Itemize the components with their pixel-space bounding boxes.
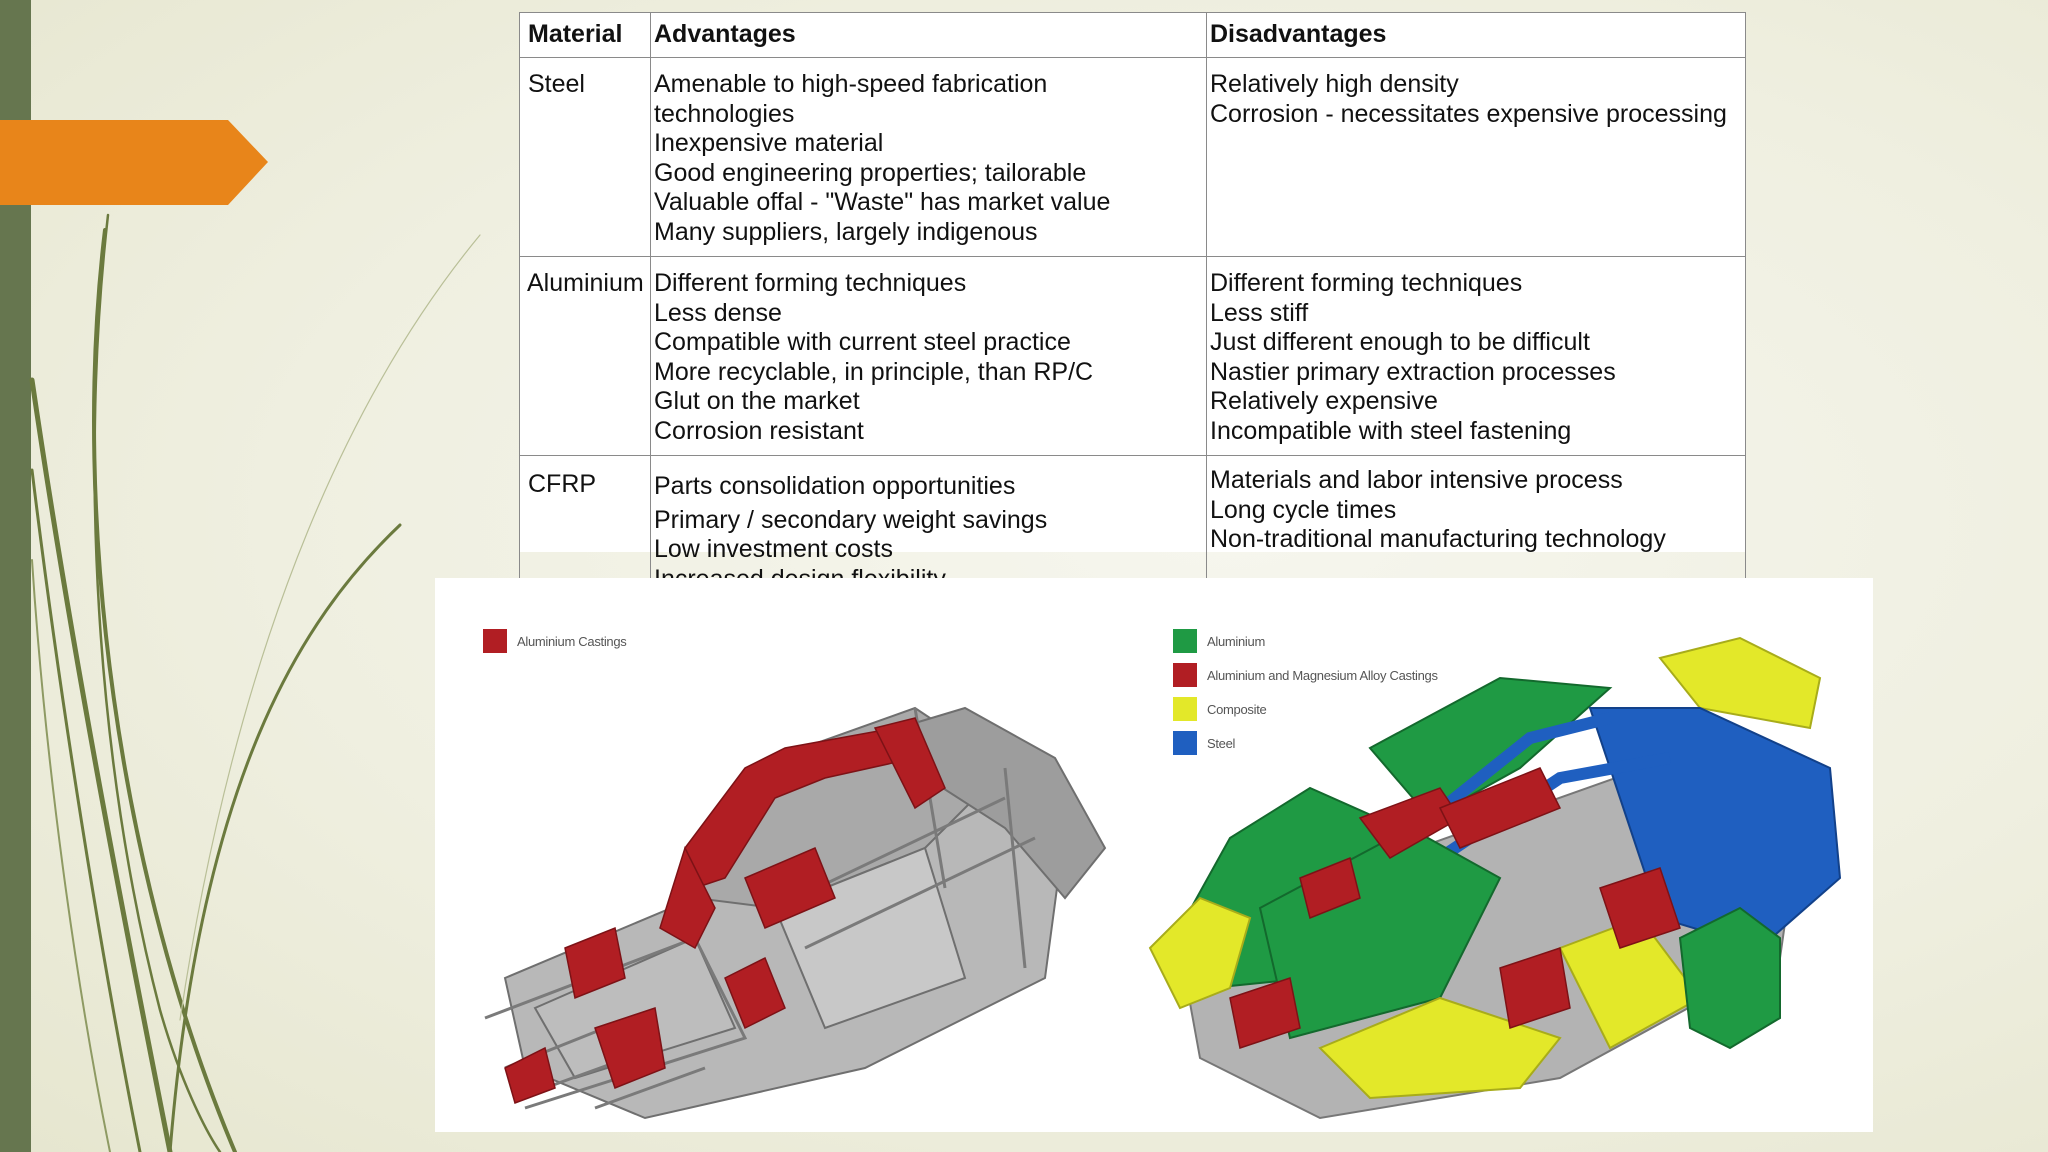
car-multi-material-illustration: [1148, 636, 1842, 1120]
header-disadvantages: Disadvantages: [1206, 12, 1746, 58]
left-legend: Aluminium Castings: [483, 624, 627, 658]
list-item: Glut on the market: [654, 387, 860, 415]
list-item: Materials and labor intensive process: [1210, 466, 1623, 494]
disadvantages-cell: Different forming techniques Less stiff …: [1206, 256, 1746, 456]
list-item: Less stiff: [1210, 298, 1309, 327]
legend-swatch: [483, 629, 507, 653]
list-item: Corrosion - necessitates expensive proce…: [1210, 99, 1727, 128]
legend-swatch: [1173, 697, 1197, 721]
material-cell: Aluminium: [519, 256, 651, 456]
legend-label: Aluminium and Magnesium Alloy Castings: [1207, 667, 1438, 683]
table-row: Aluminium Different forming techniques L…: [519, 256, 1746, 456]
list-item: More recyclable, in principle, than RP/C: [654, 357, 1094, 386]
advantages-cell: Different forming techniques Less dense …: [650, 256, 1207, 456]
list-item: Non-traditional manufacturing technology: [1210, 525, 1666, 553]
right-legend: Aluminium Aluminium and Magnesium Alloy …: [1173, 624, 1438, 760]
legend-label: Aluminium: [1207, 633, 1265, 649]
legend-item: Steel: [1173, 726, 1438, 760]
list-item: Many suppliers, largely indigenous: [654, 217, 1038, 246]
list-item: Just different enough to be difficult: [1210, 328, 1590, 356]
list-item: Low investment costs: [654, 535, 893, 563]
table-header-row: Material Advantages Disadvantages: [519, 12, 1746, 58]
legend-swatch: [1173, 663, 1197, 687]
list-item: Parts consolidation opportunities: [654, 472, 1016, 500]
orange-arrow-shape: [0, 120, 268, 205]
car-frame-illustration: [484, 706, 1107, 1120]
list-item: Less dense: [654, 298, 782, 327]
list-item: Inexpensive material: [654, 129, 884, 157]
advantages-cell: Amenable to high-speed fabrication techn…: [650, 57, 1207, 257]
list-item: Long cycle times: [1210, 495, 1397, 524]
list-item: Incompatible with steel fastening: [1210, 416, 1572, 445]
table-row: Steel Amenable to high-speed fabrication…: [519, 57, 1746, 257]
legend-label: Steel: [1207, 735, 1236, 751]
list-item: Valuable offal - "Waste" has market valu…: [654, 188, 1111, 216]
header-material: Material: [519, 12, 651, 58]
legend-item: Composite: [1173, 692, 1438, 726]
materials-comparison-table: Material Advantages Disadvantages Steel …: [519, 12, 1746, 609]
list-item: Good engineering properties; tailorable: [654, 158, 1087, 187]
list-item: Primary / secondary weight savings: [654, 505, 1048, 534]
header-advantages: Advantages: [650, 12, 1207, 58]
list-item: Nastier primary extraction processes: [1210, 357, 1616, 386]
decorative-swooshes: [29, 213, 481, 1152]
list-item: Different forming techniques: [1210, 269, 1523, 297]
list-item: Amenable to high-speed fabrication: [654, 70, 1048, 98]
material-cell: Steel: [519, 57, 651, 257]
list-item: Relatively expensive: [1210, 387, 1438, 415]
legend-label: Composite: [1207, 701, 1267, 717]
legend-swatch: [1173, 731, 1197, 755]
list-item: Relatively high density: [1210, 70, 1459, 98]
list-item: Compatible with current steel practice: [654, 328, 1071, 356]
disadvantages-cell: Relatively high density Corrosion - nece…: [1206, 57, 1746, 257]
legend-item: Aluminium Castings: [483, 624, 627, 658]
legend-label: Aluminium Castings: [517, 633, 627, 649]
legend-item: Aluminium: [1173, 624, 1438, 658]
list-item: Corrosion resistant: [654, 416, 864, 445]
list-item: Different forming techniques: [654, 269, 967, 297]
legend-item: Aluminium and Magnesium Alloy Castings: [1173, 658, 1438, 692]
legend-swatch: [1173, 629, 1197, 653]
list-item: technologies: [654, 99, 795, 128]
car-body-structure-figure: Aluminium Castings Aluminium Aluminium a…: [435, 578, 1873, 1132]
